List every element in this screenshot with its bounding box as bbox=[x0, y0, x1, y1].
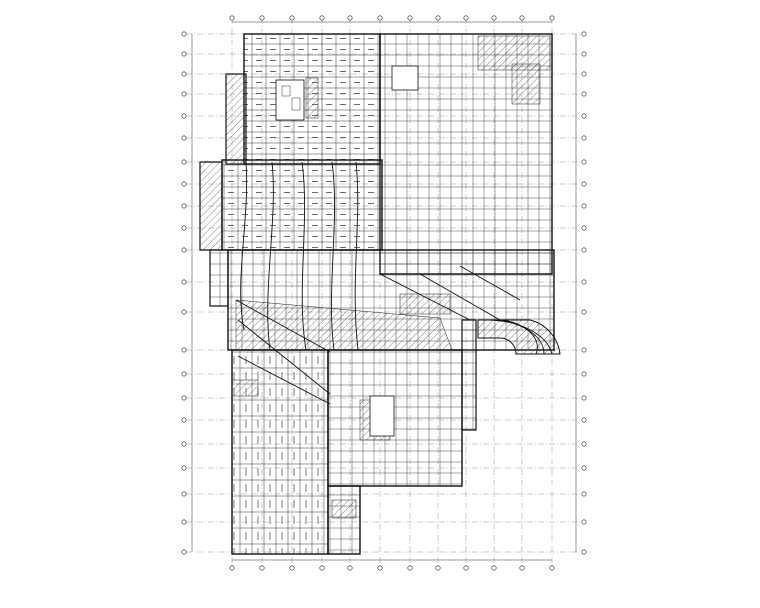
axis-bubble bbox=[581, 395, 587, 401]
axis-bubble bbox=[581, 159, 587, 165]
slab-lower-center bbox=[327, 349, 463, 487]
slab-west-bay bbox=[199, 161, 223, 251]
axis-bubble bbox=[181, 519, 187, 525]
axis-bubble bbox=[435, 15, 441, 21]
axis-bubble bbox=[463, 565, 469, 571]
axis-bubble bbox=[181, 51, 187, 57]
right-axis-markers bbox=[581, 31, 587, 555]
axis-bubble bbox=[581, 135, 587, 141]
axis-bubble bbox=[377, 15, 383, 21]
axis-bubble bbox=[181, 181, 187, 187]
axis-bubble bbox=[581, 465, 587, 471]
axis-bubble bbox=[181, 225, 187, 231]
axis-bubble bbox=[319, 15, 325, 21]
curved-ramp bbox=[477, 319, 561, 355]
axis-bubble bbox=[407, 15, 413, 21]
axis-bubble bbox=[181, 91, 187, 97]
axis-bubble bbox=[377, 565, 383, 571]
axis-bubble bbox=[181, 279, 187, 285]
axis-bubble bbox=[181, 113, 187, 119]
axis-bubble bbox=[181, 159, 187, 165]
axis-bubble bbox=[181, 465, 187, 471]
sloped-beams bbox=[235, 161, 521, 405]
axis-bubble bbox=[289, 565, 295, 571]
axis-bubble bbox=[347, 15, 353, 21]
axis-bubble bbox=[181, 491, 187, 497]
axis-bubble bbox=[229, 565, 235, 571]
axis-bubble bbox=[581, 347, 587, 353]
axis-bubble bbox=[463, 15, 469, 21]
axis-bubble bbox=[581, 247, 587, 253]
axis-bubble bbox=[581, 225, 587, 231]
axis-bubble bbox=[519, 565, 525, 571]
slab-east-strip bbox=[461, 319, 477, 431]
axis-bubble bbox=[181, 71, 187, 77]
axis-bubble bbox=[259, 565, 265, 571]
axis-bubble bbox=[581, 519, 587, 525]
axis-bubble bbox=[289, 15, 295, 21]
axis-bubble bbox=[581, 113, 587, 119]
axis-bubble bbox=[181, 347, 187, 353]
axis-bubble bbox=[319, 565, 325, 571]
left-axis-markers bbox=[181, 31, 187, 555]
axis-bubble bbox=[581, 31, 587, 37]
axis-bubble bbox=[581, 417, 587, 423]
axis-bubble bbox=[181, 309, 187, 315]
slab-panels bbox=[199, 33, 555, 555]
axis-bubble bbox=[581, 371, 587, 377]
axis-bubble bbox=[181, 395, 187, 401]
axis-bubble bbox=[581, 491, 587, 497]
axis-bubble bbox=[181, 247, 187, 253]
axis-bubble bbox=[181, 135, 187, 141]
axis-bubble bbox=[581, 309, 587, 315]
axis-bubble bbox=[347, 565, 353, 571]
axis-bubble bbox=[181, 417, 187, 423]
axis-bubble bbox=[581, 181, 587, 187]
axis-bubble bbox=[181, 31, 187, 37]
axis-bubble bbox=[581, 279, 587, 285]
axis-bubble bbox=[581, 203, 587, 209]
axis-bubble bbox=[581, 51, 587, 57]
axis-bubble bbox=[549, 565, 555, 571]
dimension-lines bbox=[191, 21, 577, 561]
top-axis-markers bbox=[229, 15, 555, 21]
axis-bubble bbox=[519, 15, 525, 21]
axis-bubble bbox=[181, 549, 187, 555]
axis-bubble bbox=[181, 203, 187, 209]
axis-bubble bbox=[549, 15, 555, 21]
axis-bubble bbox=[229, 15, 235, 21]
axis-bubble bbox=[491, 15, 497, 21]
axis-bubble bbox=[581, 71, 587, 77]
axis-bubble bbox=[581, 549, 587, 555]
core-rooms bbox=[275, 65, 419, 437]
slab-lower-notch bbox=[327, 485, 361, 555]
axis-bubble bbox=[581, 91, 587, 97]
axis-bubble bbox=[407, 565, 413, 571]
bottom-axis-markers bbox=[229, 565, 555, 571]
axis-bubble bbox=[259, 15, 265, 21]
axis-bubble bbox=[491, 565, 497, 571]
axis-bubble bbox=[181, 441, 187, 447]
axis-bubble bbox=[435, 565, 441, 571]
slab-left-wing bbox=[225, 73, 247, 165]
axis-bubble bbox=[581, 441, 587, 447]
slab-west-step bbox=[209, 249, 229, 307]
axis-bubble bbox=[181, 371, 187, 377]
